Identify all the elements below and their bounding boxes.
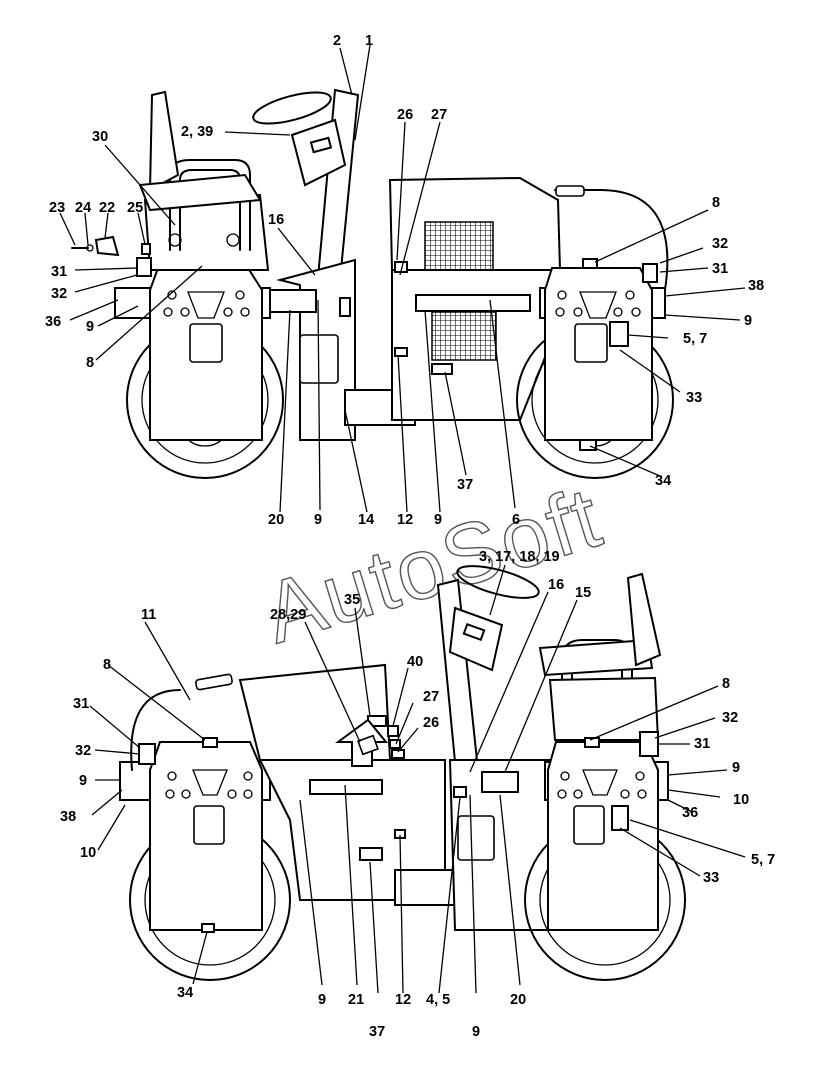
callout-label: 11 [141, 607, 156, 623]
callout-label: 9 [314, 512, 322, 528]
callout-label: 32 [712, 236, 728, 252]
callout-label: 10 [733, 792, 749, 808]
callout-label: 9 [318, 992, 326, 1008]
callout-label: 16 [548, 577, 564, 593]
callout-label: 8 [103, 657, 111, 673]
callout-label: 38 [60, 809, 76, 825]
callout-label: 32 [51, 286, 67, 302]
callouts-top: 2 1 2, 39 30 26 27 8 32 31 38 9 5, 7 33 … [45, 33, 764, 528]
roller-top-view [71, 88, 674, 479]
callout-label: 5, 7 [751, 852, 775, 868]
callout-label: 2 [333, 33, 341, 49]
callout-label: 28,29 [270, 607, 306, 623]
callout-label: 23 [49, 200, 65, 216]
callout-label: 24 [75, 200, 91, 216]
callout-label: 27 [423, 689, 439, 705]
callout-label: 1 [365, 33, 373, 49]
callout-label: 37 [457, 477, 473, 493]
callout-label: 9 [732, 760, 740, 776]
callout-label: 3, 17, 18, 19 [479, 549, 560, 565]
callout-label: 32 [722, 710, 738, 726]
callout-label: 9 [434, 512, 442, 528]
callout-label: 27 [431, 107, 447, 123]
callout-label: 16 [268, 212, 284, 228]
callout-label: 14 [358, 512, 374, 528]
callout-label: 36 [45, 314, 61, 330]
callout-label: 20 [510, 992, 526, 1008]
callout-label: 26 [423, 715, 439, 731]
callout-label: 22 [99, 200, 115, 216]
callout-label: 8 [712, 195, 720, 211]
callout-label: 30 [92, 129, 108, 145]
callout-label: 21 [348, 992, 364, 1008]
callout-label: 31 [73, 696, 89, 712]
callout-label: 37 [369, 1024, 385, 1040]
callout-label: 2, 39 [181, 124, 213, 140]
callout-label: 9 [86, 319, 94, 335]
callout-label: 38 [748, 278, 764, 294]
callout-label: 31 [712, 261, 728, 277]
callout-label: 6 [512, 512, 520, 528]
callout-label: 20 [268, 512, 284, 528]
callout-label: 5, 7 [683, 331, 707, 347]
callout-label: 12 [397, 512, 413, 528]
callout-label: 12 [395, 992, 411, 1008]
callout-label: 9 [744, 313, 752, 329]
callout-label: 26 [397, 107, 413, 123]
callout-label: 8 [86, 355, 94, 371]
callout-label: 32 [75, 743, 91, 759]
callout-label: 40 [407, 654, 423, 670]
callout-label: 9 [79, 773, 87, 789]
callout-label: 34 [177, 985, 193, 1001]
callout-label: 35 [344, 592, 360, 608]
callout-label: 10 [80, 845, 96, 861]
callout-label: 31 [694, 736, 710, 752]
callout-label: 8 [722, 676, 730, 692]
leader-lines [59, 44, 746, 994]
callouts-bottom: 3, 17, 18, 19 16 15 11 35 28,29 40 27 26… [60, 549, 775, 1040]
callout-label: 9 [472, 1024, 480, 1040]
callout-label: 4, 5 [426, 992, 450, 1008]
callout-label: 34 [655, 473, 671, 489]
callout-label: 33 [703, 870, 719, 886]
callout-label: 15 [575, 585, 591, 601]
callout-label: 36 [682, 805, 698, 821]
watermark-text: AutoSoft [254, 469, 613, 662]
callout-label: 25 [127, 200, 143, 216]
callout-label: 31 [51, 264, 67, 280]
callout-label: 33 [686, 390, 702, 406]
